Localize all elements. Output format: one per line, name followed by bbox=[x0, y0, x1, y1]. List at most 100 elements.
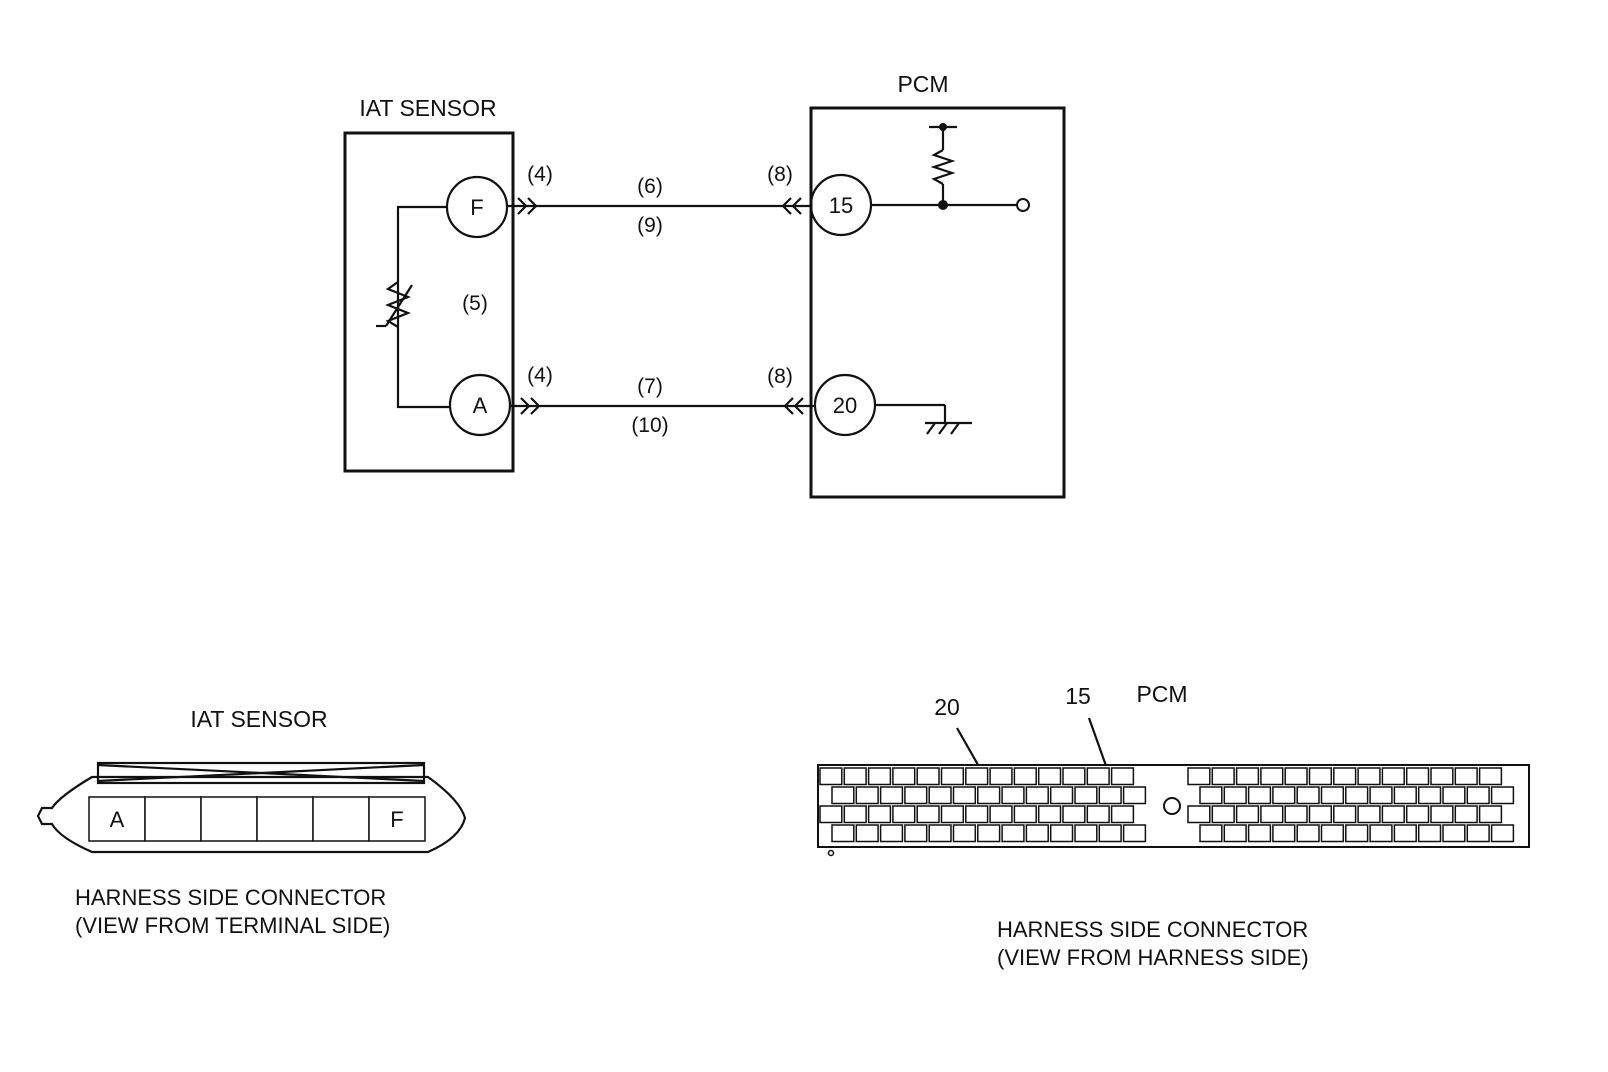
callout-4-bottom: (4) bbox=[527, 364, 553, 387]
pcm-cavity bbox=[1308, 805, 1333, 824]
pcm-title: PCM bbox=[897, 71, 948, 97]
pcm-cavity bbox=[1405, 767, 1430, 786]
callout-9: (9) bbox=[637, 214, 663, 237]
pcm-cavity bbox=[1025, 786, 1049, 805]
pcm-cavity bbox=[1110, 767, 1135, 786]
terminal-15-label: 15 bbox=[829, 193, 853, 218]
pcm-pin-15-label: 15 bbox=[1065, 683, 1091, 709]
pcm-block: PCM 15 20 bbox=[809, 71, 1066, 499]
pcm-connector-key-hole bbox=[1163, 797, 1181, 815]
pcm-cavity bbox=[1393, 786, 1417, 805]
pcm-cavity bbox=[1086, 767, 1110, 786]
iat-cavity-label: A bbox=[110, 807, 125, 832]
pcm-cavity bbox=[1187, 767, 1211, 786]
thermistor-symbol bbox=[376, 281, 413, 328]
pcm-cavity bbox=[989, 805, 1013, 824]
pcm-cavity bbox=[855, 786, 879, 805]
pcm-pin-20-label: 20 bbox=[934, 694, 960, 720]
pcm-cavity bbox=[1454, 805, 1478, 824]
pcm-cavity bbox=[1369, 824, 1393, 843]
iat-cavity bbox=[200, 796, 258, 842]
callout-10: (10) bbox=[631, 414, 668, 437]
pcm-cavity bbox=[1405, 805, 1430, 824]
pcm-cavity bbox=[928, 824, 952, 843]
pcm-cavity bbox=[1037, 767, 1062, 786]
pcm-cavity bbox=[1393, 824, 1417, 843]
pcm-connector: 20 15 PCM HARNESS SIDE CONNECTOR (VIEW F… bbox=[817, 681, 1530, 970]
pcm-cavity bbox=[1122, 824, 1147, 843]
pcm-cavity bbox=[1062, 767, 1086, 786]
pcm-connector-corner-mark bbox=[827, 849, 835, 857]
terminal-20-label: 20 bbox=[833, 393, 857, 418]
pcm-cavity bbox=[1490, 824, 1515, 843]
pcm-cavity bbox=[1381, 805, 1405, 824]
pcm-cavity bbox=[1001, 786, 1025, 805]
iat-sensor-block: IAT SENSOR F A bbox=[343, 95, 515, 473]
pcm-cavity bbox=[1308, 767, 1333, 786]
pcm-cavity bbox=[1062, 805, 1086, 824]
pcm-cavity bbox=[1430, 805, 1454, 824]
iat-cavity bbox=[144, 796, 202, 842]
signal-output-terminal bbox=[1016, 198, 1030, 212]
pcm-cavity bbox=[879, 824, 904, 843]
pcm-cavity bbox=[1417, 786, 1442, 805]
pcm-cavity bbox=[1284, 767, 1308, 786]
callout-5: (5) bbox=[462, 292, 488, 315]
pcm-cavity bbox=[928, 786, 952, 805]
iat-sensor-title: IAT SENSOR bbox=[359, 95, 496, 121]
iat-cavity bbox=[256, 796, 314, 842]
terminal-a-label: A bbox=[473, 393, 488, 418]
pcm-cavity bbox=[965, 767, 989, 786]
pcm-cavity bbox=[892, 767, 916, 786]
pcm-cavity bbox=[1320, 786, 1345, 805]
pcm-cavity bbox=[952, 824, 977, 843]
iat-cavity bbox=[312, 796, 370, 842]
pcm-cavity bbox=[1098, 824, 1122, 843]
pcm-connector-title: PCM bbox=[1136, 681, 1187, 707]
pcm-cavity bbox=[1086, 805, 1110, 824]
pcm-cavity bbox=[1333, 805, 1357, 824]
pcm-cavity bbox=[1357, 767, 1381, 786]
pcm-cavity bbox=[1345, 824, 1369, 843]
pcm-cavity bbox=[1478, 805, 1503, 824]
pull-up-resistor bbox=[929, 123, 957, 210]
pcm-cavity bbox=[1013, 805, 1037, 824]
pcm-cavity bbox=[867, 805, 892, 824]
pcm-cavity bbox=[1013, 767, 1037, 786]
pcm-cavity bbox=[1211, 767, 1235, 786]
pcm-cavity bbox=[1122, 786, 1147, 805]
iat-internal-wire bbox=[396, 205, 449, 409]
terminal-f-label: F bbox=[470, 195, 483, 220]
harness-wire-lower bbox=[510, 397, 815, 415]
pcm-cavity bbox=[1260, 767, 1284, 786]
pcm-cavity bbox=[1074, 824, 1098, 843]
pcm-cavity bbox=[1187, 805, 1211, 824]
pcm-cavity bbox=[879, 786, 904, 805]
pcm-cavity bbox=[1272, 786, 1296, 805]
pcm-cavity bbox=[1211, 805, 1235, 824]
pcm-cavity bbox=[1001, 824, 1025, 843]
pcm-cavity bbox=[1235, 767, 1260, 786]
callout-7: (7) bbox=[637, 375, 663, 398]
pcm-cavity bbox=[831, 786, 855, 805]
pcm-cavity bbox=[1247, 824, 1272, 843]
pcm-connector-caption-2: (VIEW FROM HARNESS SIDE) bbox=[997, 945, 1309, 970]
pcm-cavity bbox=[1049, 786, 1074, 805]
pcm-cavity bbox=[1199, 824, 1223, 843]
iat-cavity-label: F bbox=[390, 807, 403, 832]
iat-connector-body bbox=[36, 761, 467, 854]
pcm-cavity bbox=[952, 786, 977, 805]
pcm-cavity bbox=[977, 786, 1001, 805]
pcm-cavity bbox=[1442, 824, 1466, 843]
pcm-cavity bbox=[1247, 786, 1272, 805]
pcm-cavity bbox=[1333, 767, 1357, 786]
pcm-cavity bbox=[1320, 824, 1345, 843]
pcm-cavity bbox=[892, 805, 916, 824]
pcm-cavity bbox=[977, 824, 1001, 843]
pcm-cavity bbox=[1442, 786, 1466, 805]
pcm-cavity bbox=[1223, 786, 1247, 805]
iat-connector-title: IAT SENSOR bbox=[190, 706, 327, 732]
pcm-cavity bbox=[819, 805, 843, 824]
pcm-cavity bbox=[1260, 805, 1284, 824]
pcm-cavity bbox=[1357, 805, 1381, 824]
